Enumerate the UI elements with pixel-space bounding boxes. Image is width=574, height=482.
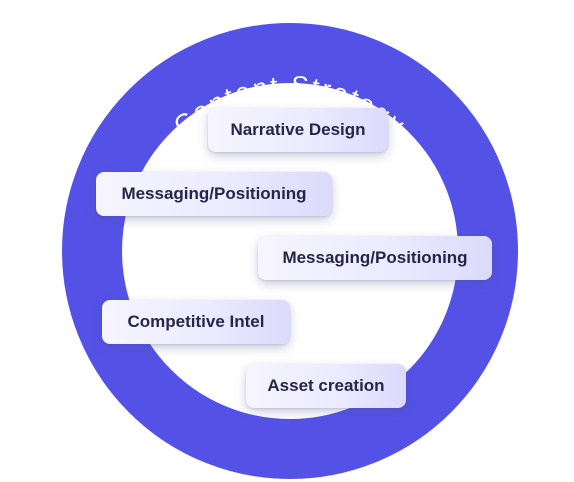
- item-narrative-design: Narrative Design: [208, 108, 388, 152]
- item-messaging-positioning-2: Messaging/Positioning: [258, 236, 492, 280]
- item-label: Competitive Intel: [127, 312, 265, 331]
- item-asset-creation: Asset creation: [246, 364, 406, 408]
- item-label: Asset creation: [267, 376, 385, 395]
- item-label: Narrative Design: [230, 120, 366, 139]
- item-label: Messaging/Positioning: [282, 248, 468, 267]
- item-messaging-positioning-1: Messaging/Positioning: [96, 172, 332, 216]
- item-label: Messaging/Positioning: [121, 184, 307, 203]
- item-competitive-intel: Competitive Intel: [102, 300, 290, 344]
